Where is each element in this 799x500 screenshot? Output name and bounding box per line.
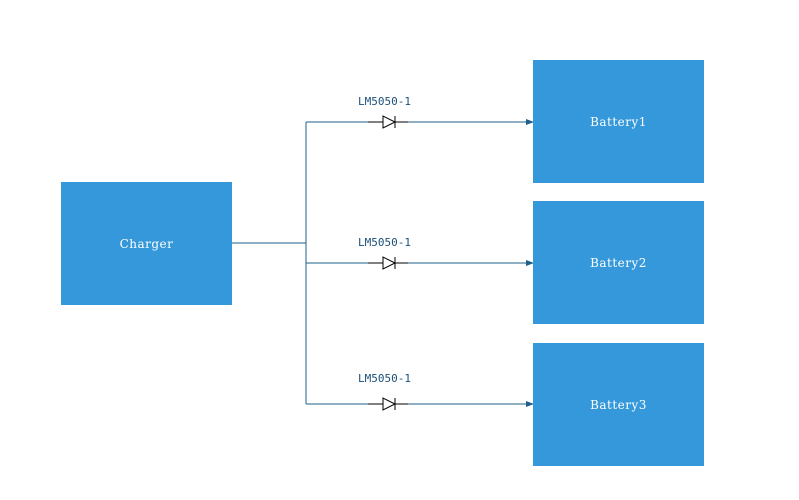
diode-1-icon	[368, 115, 408, 129]
battery-3-label: Battery3	[590, 397, 647, 412]
branch-1	[306, 115, 534, 129]
battery-2-node[interactable]: Battery2	[533, 201, 704, 324]
diode-3-label: LM5050-1	[358, 372, 411, 385]
battery-2-label: Battery2	[590, 255, 647, 270]
diode-3-icon	[368, 397, 408, 411]
battery-1-node[interactable]: Battery1	[533, 60, 704, 183]
battery-1-label: Battery1	[590, 114, 647, 129]
charger-node[interactable]: Charger	[61, 182, 232, 305]
diode-2-label: LM5050-1	[358, 236, 411, 249]
branch-3	[306, 397, 534, 411]
branch-2	[306, 256, 534, 270]
diode-1-label: LM5050-1	[358, 95, 411, 108]
diode-2-icon	[368, 256, 408, 270]
battery-3-node[interactable]: Battery3	[533, 343, 704, 466]
charger-label: Charger	[119, 236, 174, 251]
